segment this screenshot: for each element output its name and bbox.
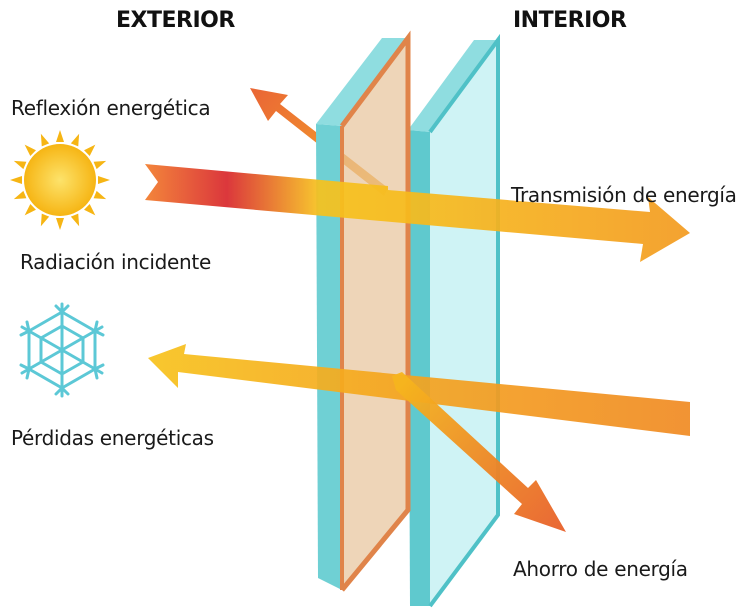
reflection-label: Reflexión energética [11, 96, 211, 120]
interior-heading: INTERIOR [513, 8, 627, 33]
interior-glass-pane [408, 33, 500, 608]
transmission-arrow [145, 164, 690, 262]
energy-losses-label: Pérdidas energéticas [11, 426, 214, 450]
incident-radiation-label: Radiación incidente [20, 250, 211, 274]
exterior-heading: EXTERIOR [116, 8, 235, 33]
snowflake-icon [19, 302, 105, 398]
transmission-label: Transmisión de energía [511, 183, 737, 207]
exterior-glass-pane [316, 30, 411, 592]
energy-savings-label: Ahorro de energía [513, 557, 688, 581]
sun-icon [10, 130, 110, 230]
energy-saving-arrow [392, 372, 566, 532]
